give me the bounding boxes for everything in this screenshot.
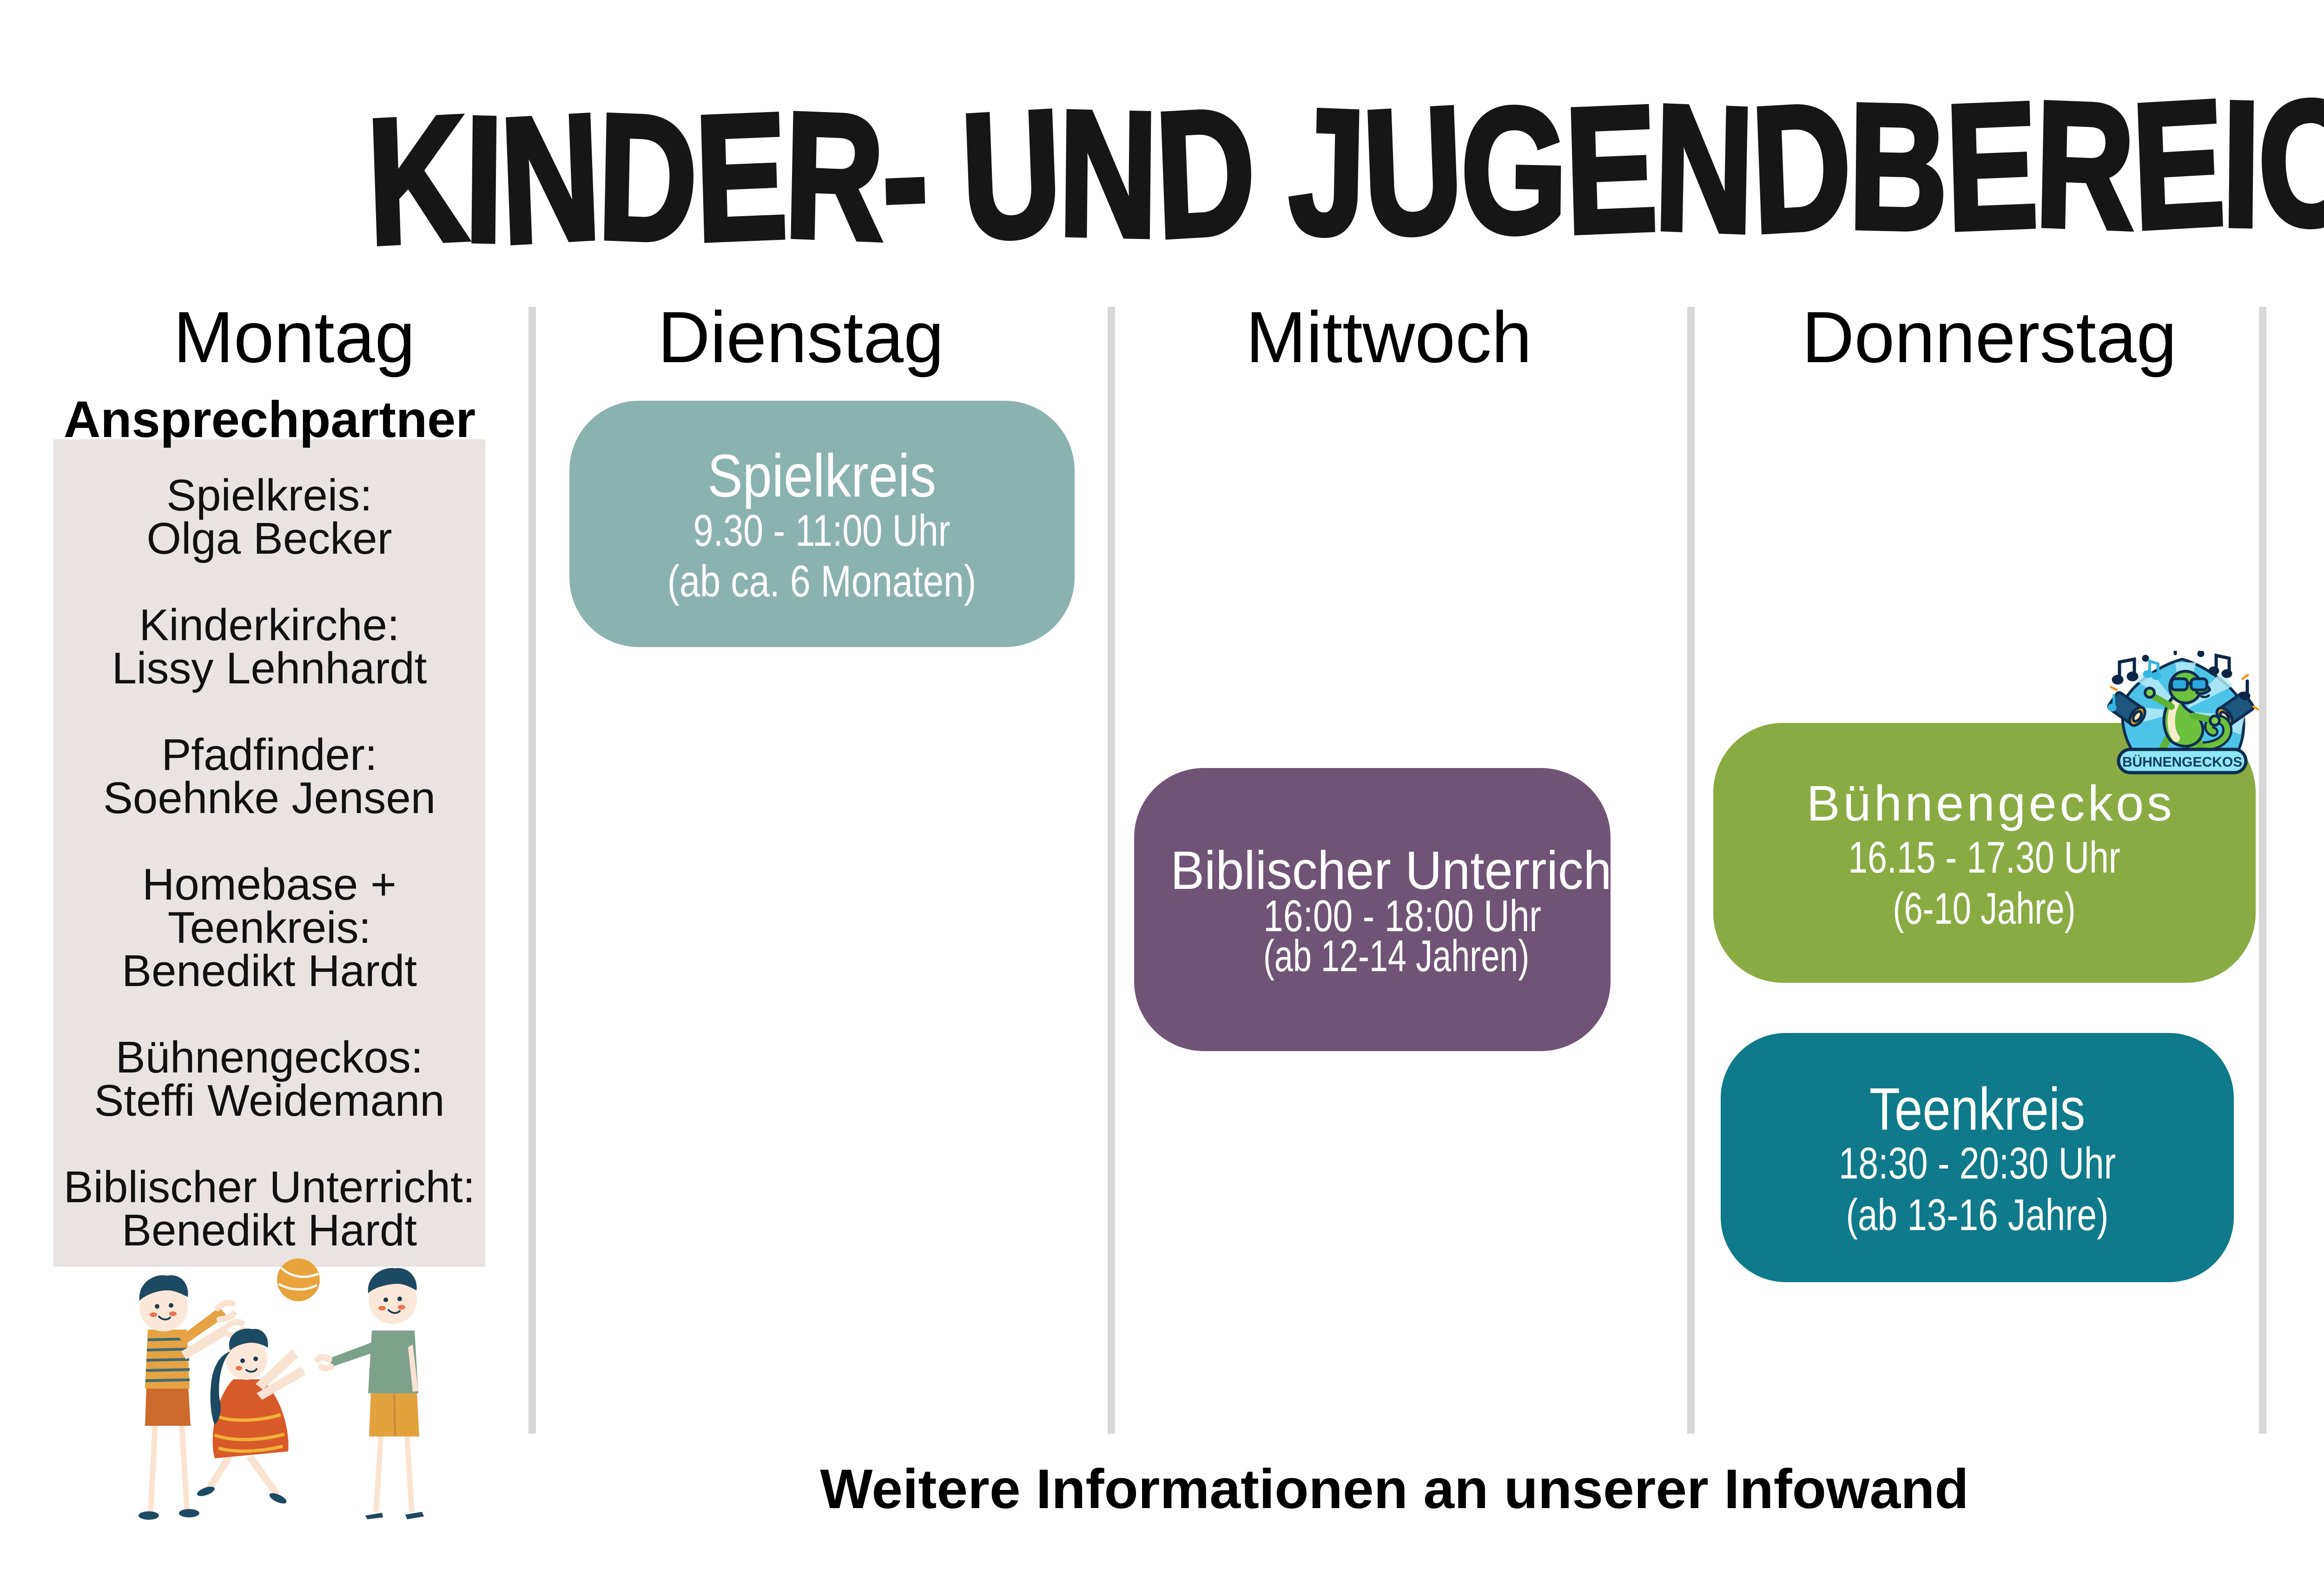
svg-text:BÜHNENGECKOS: BÜHNENGECKOS — [2122, 755, 2242, 770]
